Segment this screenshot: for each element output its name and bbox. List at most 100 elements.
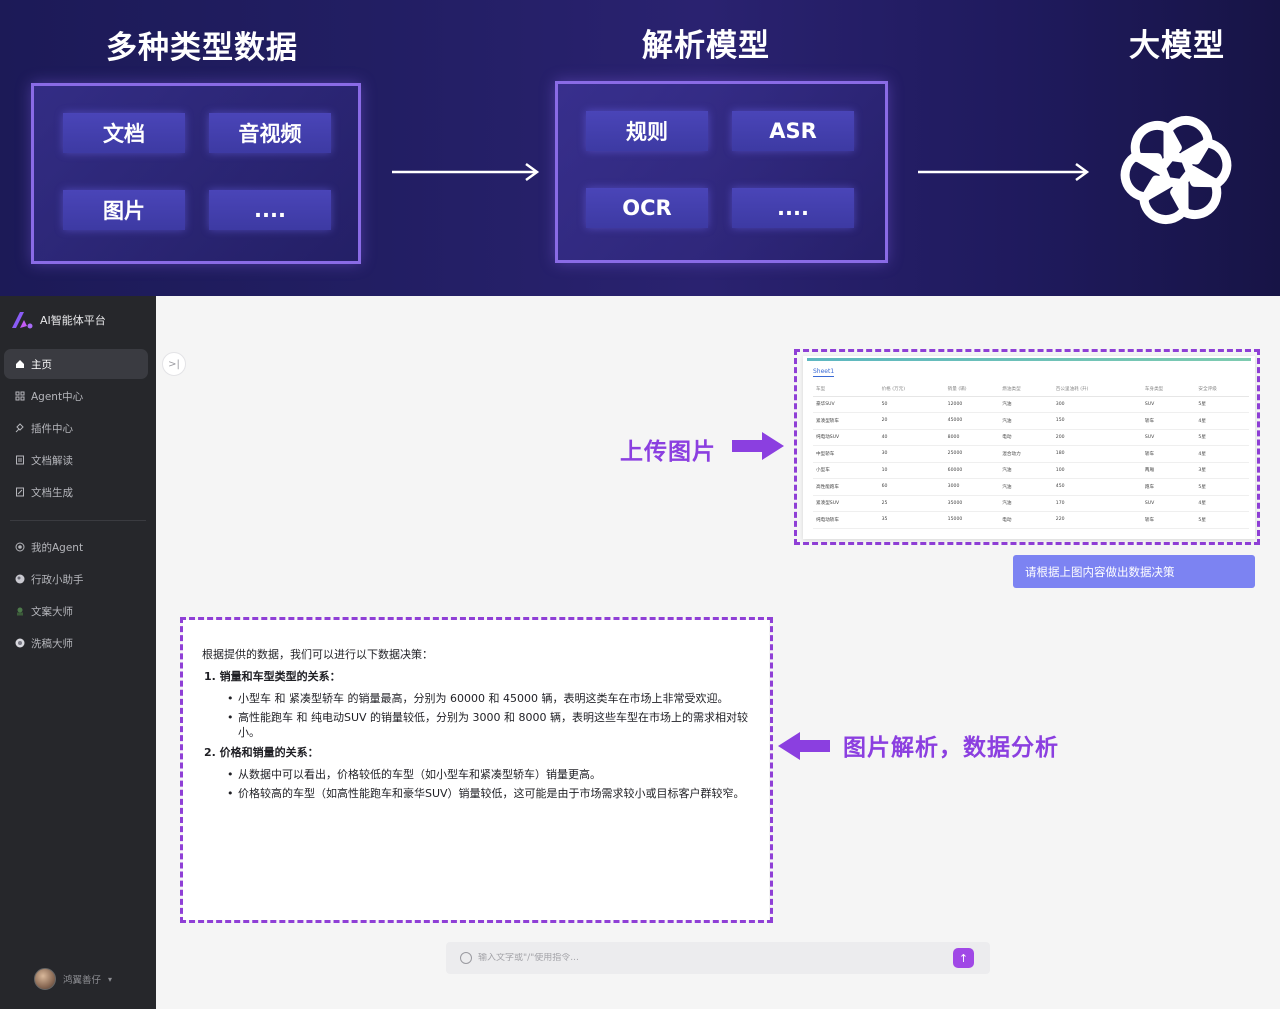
table-cell: 25000 (944, 445, 1000, 463)
table-cell: 汽油 (999, 396, 1053, 413)
data-types-box: 文档 音视频 图片 .... (31, 83, 361, 264)
table-cell: 3000 (944, 478, 1000, 496)
table-header-cell: 安全评级 (1195, 382, 1249, 397)
sidebar-item-label: 主页 (31, 358, 52, 371)
table-cell: 轿车 (1141, 412, 1196, 430)
sidebar-item-label: 插件中心 (31, 422, 73, 435)
sidebar-item-copywriter[interactable]: 文案大师 (4, 596, 148, 626)
table-cell: SUV (1141, 429, 1196, 446)
table-cell: 150 (1052, 412, 1142, 430)
table-header-row: 车型 价格 (万元) 销量 (辆) 燃油类型 百公里油耗 (升) 车身类型 安全… (813, 382, 1249, 397)
answer-item-text: 从数据中可以看出，价格较低的车型（如小型车和紧凑型轿车）销量更高。 (238, 768, 601, 781)
brand-name: AI智能体平台 (40, 314, 106, 327)
my-agent-icon (14, 542, 25, 553)
table-cell: 汽油 (999, 495, 1053, 512)
chat-input[interactable] (478, 953, 938, 963)
table-cell: 豪华SUV (813, 396, 879, 413)
send-button[interactable]: ↑ (953, 948, 974, 968)
answer-heading: 1. 销量和车型类型的关系： (204, 670, 341, 683)
answer-item-text: 价格较高的车型（如高性能跑车和豪华SUV）销量较低，这可能是由于市场需求较小或目… (238, 787, 745, 800)
table-cell: 高性能跑车 (813, 478, 879, 496)
table-cell: 35000 (944, 495, 1000, 512)
answer-list-item: •从数据中可以看出，价格较低的车型（如小型车和紧凑型轿车）销量更高。 (227, 768, 601, 781)
sidebar-item-wash-master[interactable]: 洗稿大师 (4, 628, 148, 658)
table-cell: 15000 (944, 511, 1000, 529)
answer-intro: 根据提供的数据，我们可以进行以下数据决策： (202, 648, 433, 661)
table-cell: 5星 (1195, 396, 1249, 413)
answer-item-text: 小型车 和 紧凑型轿车 的销量最高，分别为 60000 和 45000 辆，表明… (238, 692, 729, 705)
table-cell: 电动 (999, 429, 1053, 446)
uploaded-sheet-image[interactable]: Sheet1 车型 价格 (万元) 销量 (辆) 燃油类型 百公里油耗 (升) … (803, 356, 1255, 539)
table-cell: 450 (1052, 478, 1142, 496)
table-cell: 混合动力 (999, 445, 1053, 463)
sidebar-item-plugin-center[interactable]: 插件中心 (4, 413, 148, 443)
sidebar-item-admin-helper[interactable]: 行政小助手 (4, 564, 148, 594)
sidebar-item-label: 文档生成 (31, 486, 73, 499)
sidebar-item-label: 洗稿大师 (31, 637, 73, 650)
admin-helper-icon (14, 574, 25, 585)
sidebar-item-my-agent[interactable]: 我的Agent (4, 532, 148, 562)
table-cell: 5星 (1195, 429, 1249, 446)
user-profile[interactable]: 鸿翼善仔 ▾ (34, 968, 112, 990)
table-cell: 跑车 (1141, 478, 1196, 496)
wash-master-icon (14, 638, 25, 649)
table-cell: 8000 (944, 429, 1000, 446)
arrow-right-icon (732, 432, 784, 460)
table-cell: 100 (1052, 462, 1142, 479)
table-cell: 20 (878, 412, 945, 430)
table-cell: 纯电动SUV (813, 429, 879, 446)
sidebar-divider (10, 520, 146, 521)
chip-rules: 规则 (586, 111, 708, 151)
table-cell: 40 (878, 429, 945, 446)
answer-item-text: 高性能跑车 和 纯电动SUV 的销量较低，分别为 3000 和 8000 辆，表… (238, 711, 749, 739)
collapse-sidebar-button[interactable]: >| (162, 352, 186, 376)
table-cell: 50 (878, 396, 945, 413)
sidebar-item-label: 文案大师 (31, 605, 73, 618)
sidebar-item-agent-center[interactable]: Agent中心 (4, 381, 148, 411)
table-cell: 纯电动轿车 (813, 511, 879, 529)
user-prompt-message: 请根据上图内容做出数据决策 (1013, 555, 1255, 588)
table-cell: 45000 (944, 412, 1000, 430)
openai-logo-icon (1114, 110, 1238, 230)
chip-more-models: .... (732, 188, 854, 228)
sidebar-item-doc-read[interactable]: 文档解读 (4, 445, 148, 475)
table-cell: 5星 (1195, 478, 1249, 496)
arrow-right-icon (918, 162, 1090, 182)
table-cell: 60000 (944, 462, 1000, 479)
table-cell: 35 (878, 511, 945, 529)
brand-logo-icon (12, 312, 33, 329)
chip-more-types: .... (209, 190, 331, 230)
table-header-cell: 燃油类型 (999, 382, 1053, 397)
sidebar-item-doc-gen[interactable]: 文档生成 (4, 477, 148, 507)
table-header-cell: 车身类型 (1141, 382, 1196, 397)
table-header-cell: 价格 (万元) (878, 382, 945, 397)
table-cell: 汽油 (999, 478, 1053, 496)
brand[interactable]: AI智能体平台 (10, 310, 106, 330)
table-cell: 3星 (1195, 462, 1249, 479)
table-cell: 紧凑型SUV (813, 495, 879, 512)
table-cell: 10 (878, 462, 945, 479)
table-cell: 4星 (1195, 412, 1249, 430)
answer-list-item: •高性能跑车 和 纯电动SUV 的销量较低，分别为 3000 和 8000 辆，… (227, 711, 749, 739)
plugin-icon (14, 423, 25, 434)
table-cell: 30 (878, 445, 945, 463)
sidebar: AI智能体平台 主页 Agent中心 插件中心 (0, 296, 156, 1009)
uploaded-image-frame (794, 349, 1260, 545)
sheet-table: 车型 价格 (万元) 销量 (辆) 燃油类型 百公里油耗 (升) 车身类型 安全… (813, 382, 1249, 529)
table-cell: 中型轿车 (813, 445, 879, 463)
arrow-right-icon (392, 162, 540, 182)
table-header-cell: 销量 (辆) (944, 382, 1000, 397)
sidebar-item-home[interactable]: 主页 (4, 349, 148, 379)
table-cell: 200 (1052, 429, 1142, 446)
pipeline-banner: 多种类型数据 解析模型 大模型 文档 音视频 图片 .... 规则 ASR OC… (0, 0, 1280, 296)
table-header-cell: 车型 (813, 382, 879, 397)
table-cell: SUV (1141, 396, 1196, 413)
table-cell: 300 (1052, 396, 1142, 413)
